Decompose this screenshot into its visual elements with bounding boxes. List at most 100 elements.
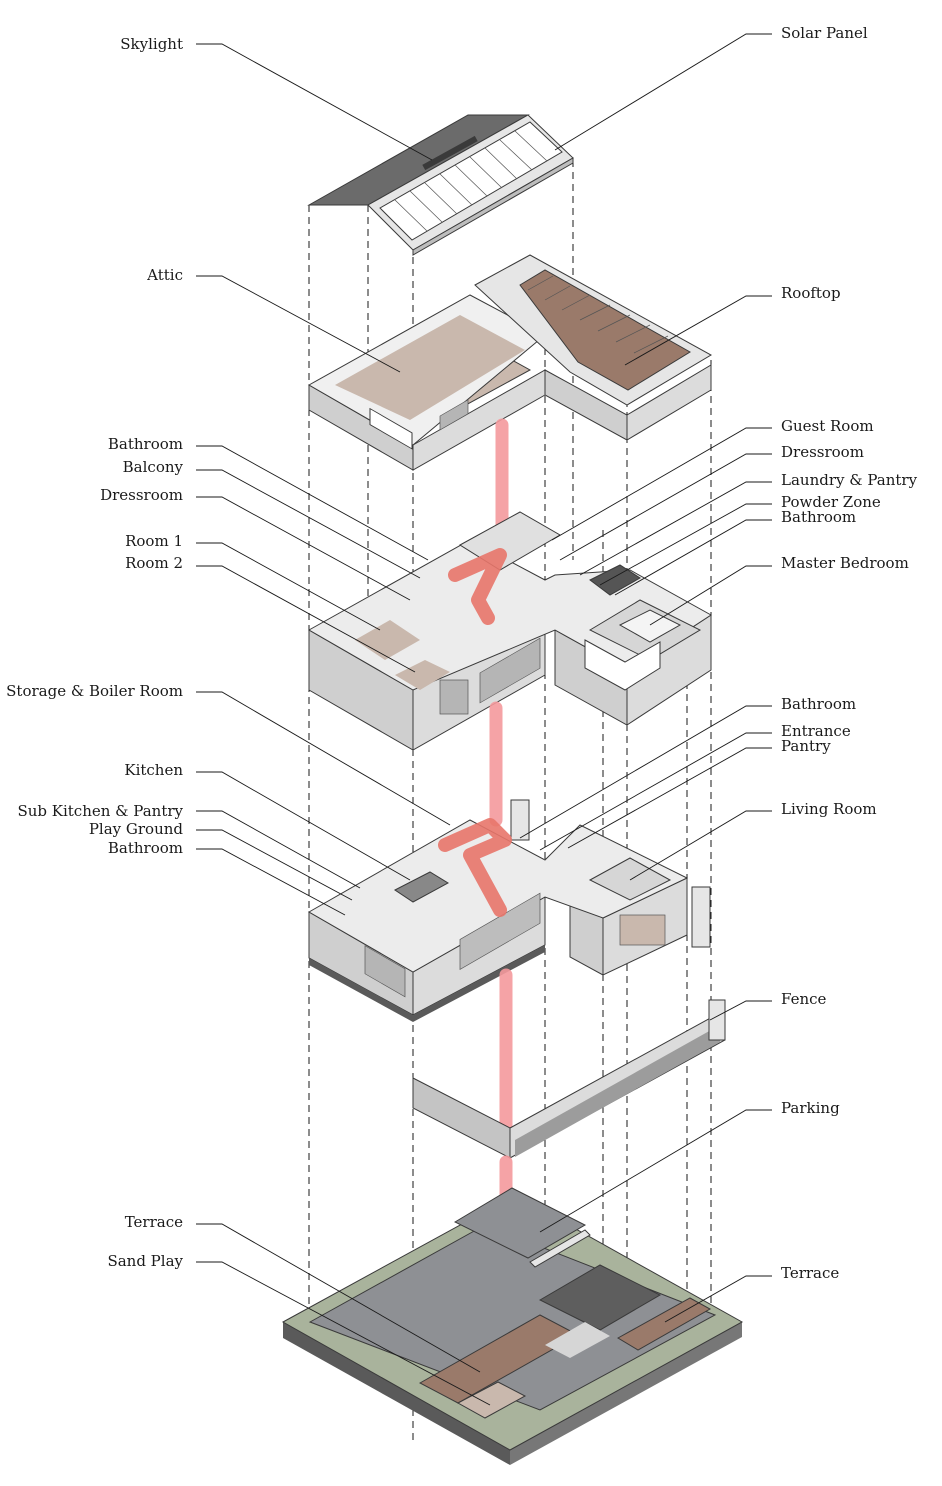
attic-vent-grille [439,399,469,431]
leader-balcony [196,469,421,579]
roof-fascia [412,157,574,256]
site-dark-pit [538,1264,662,1331]
leader-terrace-right [664,1275,772,1323]
stair-1f [438,818,512,917]
leader-bathroom-2f-right [614,519,772,596]
leader-room1 [196,542,381,631]
leader-master-bedroom [649,565,772,626]
second-floor-level [307,511,712,751]
fence-level [412,999,726,1159]
label-guest-room: Guest Room [781,417,874,435]
label-room1: Room 1 [125,532,183,550]
leader-skylight [196,43,433,161]
label-bathroom-2f-right: Bathroom [781,508,856,526]
2f-vent-grille [439,679,469,715]
rooftop-deck [519,269,691,391]
solar-panel-grid [394,130,548,232]
leader-dressroom-right [559,453,772,561]
leader-entrance [539,732,772,851]
site-parking-pad [453,1187,587,1259]
label-master-bedroom: Master Bedroom [781,554,909,572]
fence-wall-left [412,1077,511,1159]
site-terrace-right [617,1297,712,1351]
1f-vent-grille [364,945,406,998]
solar-panel-array [379,121,563,241]
site-sand-play [456,1381,527,1419]
site-level [281,1187,744,1465]
leader-room2 [196,565,416,673]
leader-rooftop [624,295,772,366]
leader-dressroom-left [196,496,411,601]
rooftop-deck-boards [527,275,669,354]
1f-entrance-pillar [510,799,530,841]
fence-grille [515,1025,720,1157]
label-storage-boiler: Storage & Boiler Room [6,682,183,700]
label-parking: Parking [781,1099,840,1117]
leader-laundry [579,481,772,576]
attic-inner-floor [335,315,525,420]
leader-parking [539,1109,772,1233]
label-bathroom-1f-right: Bathroom [781,695,856,713]
1f-base-mid [413,945,545,1022]
leader-fence [709,1000,772,1021]
leader-bathroom-2f-left [196,445,429,561]
leader-guest-room [551,427,772,541]
2f-room2-floor [395,660,450,690]
label-kitchen: Kitchen [124,761,183,779]
label-powder-zone: Powder Zone [781,493,881,511]
stair-2f [448,548,507,625]
label-sand-play: Sand Play [107,1252,183,1270]
label-attic: Attic [146,266,183,284]
attic-window [369,407,413,450]
2f-master-balcony [584,639,661,691]
label-balcony: Balcony [123,458,184,476]
leader-play-ground [196,829,353,901]
leader-attic [196,275,401,373]
2f-room1-floor [355,620,420,660]
leader-terrace-left [196,1223,481,1373]
label-dressroom-left: Dressroom [100,486,183,504]
label-pantry: Pantry [781,737,831,755]
1f-living-window [619,914,666,946]
leader-bathroom-1f-left [196,848,346,916]
label-solar-panel: Solar Panel [781,24,868,42]
rooftop-side-wall [626,364,712,441]
leader-sub-kitchen [196,810,361,889]
label-room2: Room 2 [125,554,183,572]
1f-side-pillar [691,886,711,948]
site-parking-strip [529,1229,591,1268]
label-dressroom-right: Dressroom [781,443,864,461]
label-terrace-right: Terrace [781,1264,839,1282]
label-entrance: Entrance [781,722,851,740]
leader-bathroom-1f-right [519,705,772,839]
label-fence: Fence [781,990,827,1008]
label-laundry-pantry: Laundry & Pantry [781,471,918,489]
leader-sand-play [196,1261,491,1406]
1f-kitchen-counter [394,871,450,903]
leader-kitchen [196,771,411,881]
site-walkway [545,1322,610,1358]
label-bathroom-2f-left: Bathroom [108,435,183,453]
labels: Skylight Attic Bathroom Balcony Dressroo… [6,24,917,1282]
label-rooftop: Rooftop [781,284,841,302]
2f-vent-grille-2 [479,637,541,704]
2f-master-bed [618,609,682,643]
leader-powder-zone [599,503,772,586]
roof-level [307,114,574,256]
label-play-ground: Play Ground [89,820,184,838]
fence-post [708,999,726,1041]
label-terrace-left: Terrace [125,1213,183,1231]
site-base-side-left [283,1322,510,1465]
1f-living-room-area [588,857,672,901]
label-skylight: Skylight [120,35,183,53]
label-living-room: Living Room [781,800,877,818]
label-sub-kitchen-pantry: Sub Kitchen & Pantry [17,802,183,820]
1f-base-left [309,958,413,1022]
leader-solar-panel [554,33,772,151]
2f-dark-bath [589,564,641,596]
leader-living-room [629,810,772,881]
site-base-side-right [510,1322,742,1465]
leader-storage [196,691,451,826]
skylight-window [422,135,478,171]
